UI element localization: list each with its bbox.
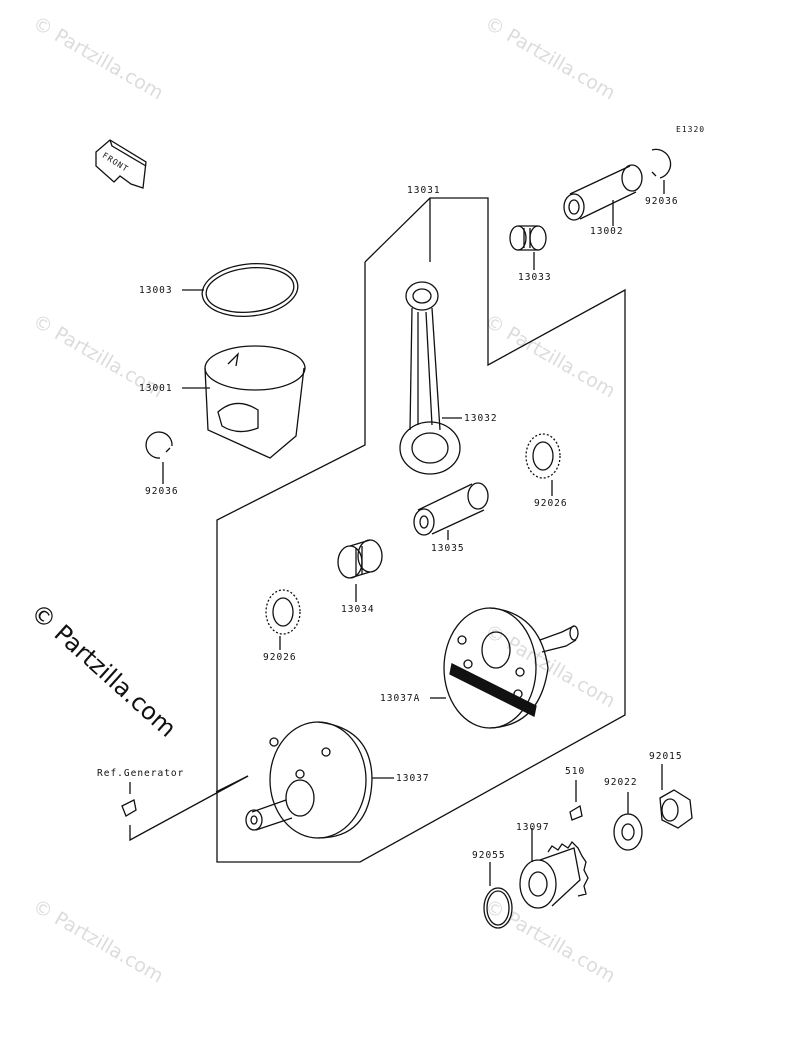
piston-pin (563, 164, 643, 221)
big-end-bearing (337, 539, 383, 579)
part-label-92055: 92055 (472, 850, 506, 861)
ref-generator-label: Ref.Generator (97, 768, 185, 779)
part-label-13032: 13032 (464, 413, 498, 424)
part-label-13037: 13037 (396, 773, 430, 784)
primary-gear (519, 840, 589, 909)
circlip-top (651, 148, 672, 179)
woodruff-key-generator (121, 799, 137, 817)
crankshaft-right-half (443, 607, 579, 729)
part-label-13001: 13001 (139, 383, 173, 394)
part-label-13034: 13034 (341, 604, 375, 615)
part-label-92036-left: 92036 (145, 486, 179, 497)
assembly-outline (216, 197, 626, 863)
small-end-bearing (509, 225, 547, 251)
part-label-13035: 13035 (431, 543, 465, 554)
part-label-92022: 92022 (604, 777, 638, 788)
piston (204, 345, 306, 459)
o-ring (483, 887, 513, 929)
thrust-washer-left (265, 589, 301, 635)
part-label-510: 510 (565, 766, 586, 777)
piston-ring (201, 263, 299, 317)
part-label-13033: 13033 (518, 272, 552, 283)
part-label-92026-right: 92026 (534, 498, 568, 509)
woodruff-key (569, 804, 583, 821)
generator-shaft-line (129, 775, 249, 842)
connecting-rod (399, 281, 461, 475)
front-arrow-icon (95, 139, 147, 189)
part-label-13002: 13002 (590, 226, 624, 237)
part-label-13097: 13097 (516, 822, 550, 833)
part-label-13037A: 13037A (380, 693, 421, 704)
part-label-13003: 13003 (139, 285, 173, 296)
part-label-13031: 13031 (407, 185, 441, 196)
nut (659, 789, 693, 829)
part-label-92026-left: 92026 (263, 652, 297, 663)
part-label-92036-top: 92036 (645, 196, 679, 207)
washer (613, 813, 643, 851)
part-label-92015: 92015 (649, 751, 683, 762)
thrust-washer-right (525, 433, 561, 479)
crank-pin (413, 482, 489, 536)
circlip-left (145, 431, 173, 459)
crankshaft-left-half (245, 721, 373, 839)
diagram-code: E1320 (676, 125, 706, 134)
